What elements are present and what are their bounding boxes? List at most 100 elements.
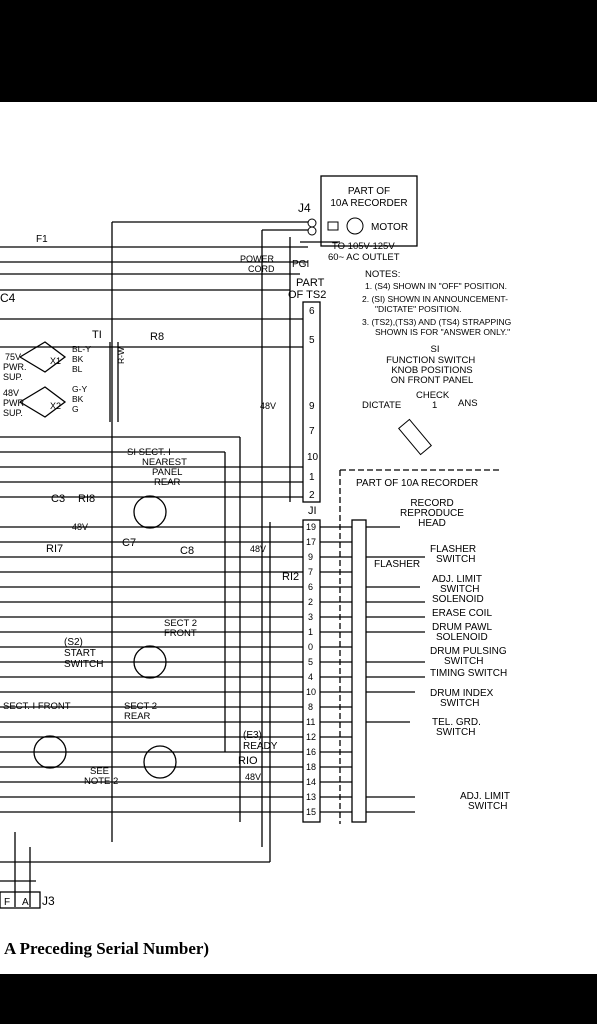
- j1-label: JI: [308, 505, 317, 517]
- j1-pin: 13: [306, 792, 316, 802]
- v48-label-a: 48V: [260, 401, 276, 411]
- recorder-box-line1: PART OF: [348, 186, 390, 197]
- ts2-terminal: 7: [309, 426, 315, 437]
- r12-label: RI2: [282, 571, 299, 583]
- r18-label: RI8: [78, 493, 95, 505]
- t1-label: TI: [92, 329, 102, 341]
- j1-pin: 14: [306, 777, 316, 787]
- recorder-connector-strip: [351, 519, 367, 823]
- recorder-leads: [320, 526, 425, 813]
- wiring-lines: [0, 175, 500, 909]
- j1-pin: 9: [308, 552, 313, 562]
- sect1-front-label: SECT. I FRONT: [3, 701, 71, 712]
- x1-label: X1: [50, 356, 61, 366]
- j3-pin-a: A: [22, 897, 29, 908]
- j4-label: J4: [298, 201, 311, 215]
- j1-pin: 17: [306, 537, 316, 547]
- recorder-box: [320, 175, 418, 247]
- recorder-box-line2: 10A RECORDER: [330, 198, 407, 209]
- erase-coil-label: ERASE COIL: [432, 608, 492, 619]
- j1-bundle: [0, 526, 303, 813]
- x2-label: X2: [50, 401, 61, 411]
- j1-pin: 12: [306, 732, 316, 742]
- ts2-terminal: 6: [309, 306, 315, 317]
- ts2-terminal: 5: [309, 335, 315, 346]
- j1-pin: 8: [308, 702, 313, 712]
- j1-pin: 2: [308, 597, 313, 607]
- ts2-terminal: 9: [309, 401, 315, 412]
- check-label: CHECK: [416, 390, 450, 401]
- j3-label: J3: [42, 894, 55, 908]
- j1-pin: 19: [306, 522, 316, 532]
- j1-pin: 6: [308, 582, 313, 592]
- part-10a-right-label: PART OF 10A RECORDER: [356, 478, 478, 489]
- timing-switch-label: TIMING SWITCH: [430, 668, 507, 679]
- c8-label: C8: [180, 545, 194, 557]
- pos-1-label: 1: [432, 400, 437, 411]
- j1-pin: 10: [306, 687, 316, 697]
- motor-plug-icon: [327, 221, 339, 231]
- ans-label: ANS: [458, 398, 478, 409]
- rw-label: R-W: [116, 347, 126, 364]
- j1-pin: 18: [306, 762, 316, 772]
- solenoid-label: SOLENOID: [432, 594, 484, 605]
- j1-connector-strip: [302, 519, 321, 823]
- ts2-terminal: 10: [307, 452, 319, 463]
- ts2-numbers: 6 5 9 7 10 1 2: [307, 306, 319, 501]
- ts2-terminal-strip: [302, 301, 321, 503]
- r8-label: R8: [150, 331, 164, 343]
- c7-label: C7: [122, 537, 136, 549]
- notes-title: NOTES:: [365, 269, 400, 280]
- labels: PART OF 10A RECORDER MOTOR J4 F1 C4 POWE…: [0, 186, 511, 908]
- j1-pin: 7: [308, 567, 313, 577]
- r10-label: RIO: [238, 755, 258, 767]
- j1-pin-numbers: 19 17 9 7 6 2 3 1 0 5 4 10 8 11 12 16 18…: [306, 522, 316, 817]
- j3-connector: [0, 891, 41, 909]
- wiring-schematic: PART OF 10A RECORDER MOTOR J4 F1 C4 POWE…: [0, 175, 511, 909]
- note-2: 2. (SI) SHOWN IN ANNOUNCEMENT-"DICTATE" …: [362, 294, 508, 314]
- e3-label: (E3)READY: [243, 730, 278, 752]
- j1-pin: 4: [308, 672, 313, 682]
- j1-pin: 11: [306, 717, 315, 727]
- v48-label-b: 48V: [72, 522, 88, 532]
- c4-label: C4: [0, 291, 16, 305]
- ts2-terminal: 1: [309, 472, 315, 483]
- caption: A Preceding Serial Number): [4, 939, 210, 958]
- j1-pin: 1: [308, 627, 313, 637]
- tel-grd-label: TEL. GRD.SWITCH: [432, 717, 481, 738]
- pg1-label: PGI: [292, 259, 309, 270]
- note-1: 1. (S4) SHOWN IN "OFF" POSITION.: [365, 281, 507, 291]
- j4-pin-icon: [307, 218, 317, 228]
- j1-pin: 5: [308, 657, 313, 667]
- schematic-page: PART OF 10A RECORDER MOTOR J4 F1 C4 POWE…: [0, 102, 597, 974]
- j1-pin: 15: [306, 807, 316, 817]
- j1-pin: 0: [308, 642, 313, 652]
- motor-label: MOTOR: [371, 222, 408, 233]
- v48-label-d: 48V: [245, 772, 261, 782]
- j1-pin: 16: [306, 747, 316, 757]
- motor-icon: [346, 217, 364, 235]
- flasher-label: FLASHER: [374, 559, 420, 570]
- j4-pin-icon: [307, 226, 317, 236]
- f1-label: F1: [36, 234, 48, 245]
- v48-label-c: 48V: [250, 544, 266, 554]
